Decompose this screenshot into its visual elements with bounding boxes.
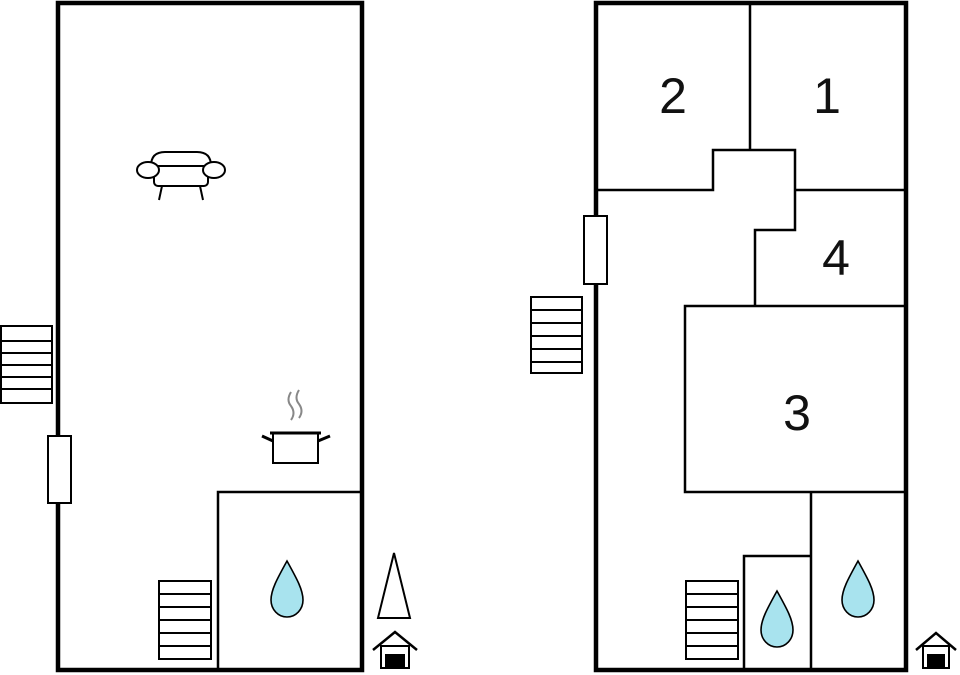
ground-floor-plan [0, 0, 365, 673]
sofa-icon [136, 151, 226, 201]
room-label-2: 2 [659, 68, 687, 124]
water-drop-icon [270, 559, 304, 618]
exterior-staircase [530, 296, 583, 374]
interior-staircase [685, 580, 739, 660]
room3-wall [683, 304, 906, 494]
water-drop-icon [841, 559, 875, 618]
exterior-staircase [0, 325, 53, 404]
compass-north-icon [376, 552, 412, 619]
ground-floor-outer-wall [55, 0, 365, 673]
side-door [47, 435, 72, 504]
entrance-house-icon [372, 630, 418, 669]
small-bathroom-wall [742, 554, 811, 670]
interior-staircase [158, 580, 212, 660]
cooking-pot-icon [261, 389, 331, 464]
water-drop-icon [760, 589, 794, 648]
hallway-stepped-wall [596, 148, 797, 306]
room-label-1: 1 [813, 68, 841, 124]
room-label-3: 3 [783, 385, 811, 441]
bathroom-partition-wall [216, 490, 362, 670]
room-label-4: 4 [822, 230, 850, 286]
entrance-house-icon [915, 631, 957, 669]
upper-floor-plan: 2 1 4 3 [530, 0, 909, 673]
side-door [583, 215, 608, 285]
